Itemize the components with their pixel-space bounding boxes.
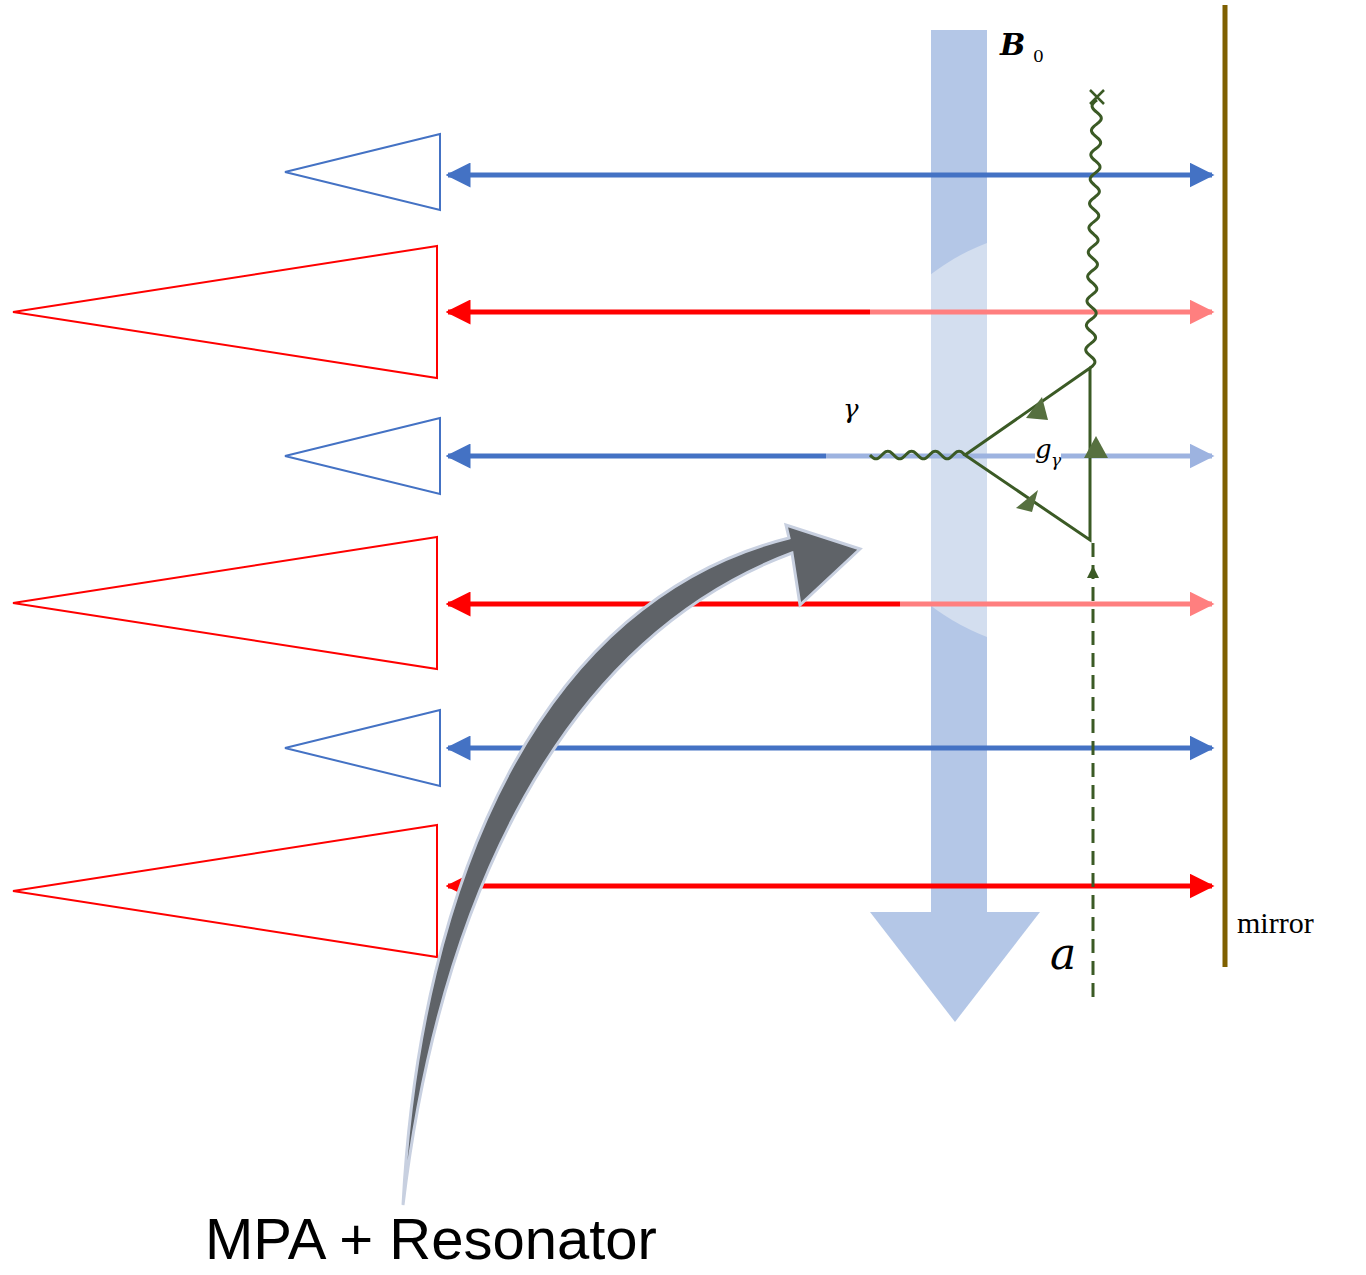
field-arrow: [850, 30, 1270, 1022]
photon-line: [1086, 100, 1102, 368]
axion-symbol: a: [1050, 932, 1076, 976]
beams: [448, 175, 1212, 886]
caption-label: MPA + Resonator: [205, 1210, 657, 1268]
coupling-symbol: g: [1035, 436, 1052, 462]
photon-line: [870, 451, 965, 459]
pointer-arrow: [403, 525, 860, 1205]
mirror-label: mirror: [1237, 908, 1314, 938]
coupling-subscript: γ: [1051, 452, 1061, 469]
field-subscript: 0: [1033, 48, 1044, 65]
antennas: [13, 134, 440, 957]
field-symbol: B: [1000, 30, 1025, 60]
mirror-line: [1223, 5, 1228, 967]
feynman-diagram: [870, 90, 1108, 997]
photon-symbol: γ: [843, 396, 859, 422]
